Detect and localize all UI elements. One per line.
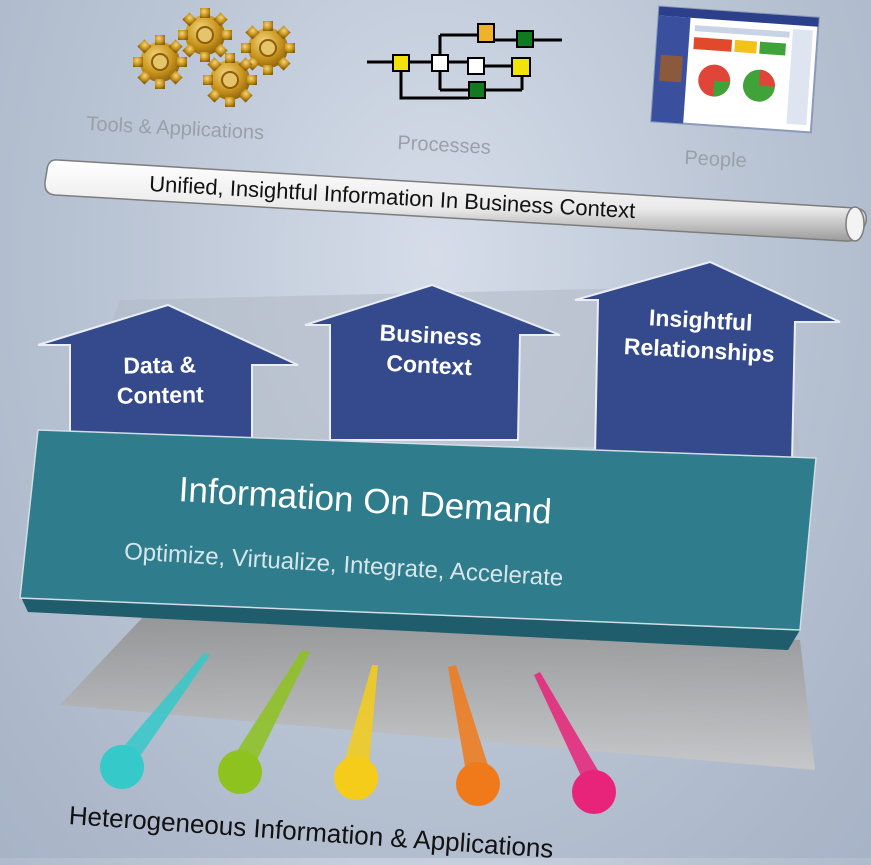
source-dot — [572, 770, 616, 814]
source-dot — [100, 745, 144, 789]
people-label: People — [683, 147, 748, 173]
source-beams — [112, 650, 606, 784]
arrow-insightful-relationships — [574, 260, 841, 464]
arrow-label-line1: Data & — [123, 351, 197, 379]
source-dot — [334, 756, 378, 800]
arrow-label-insightful-relationships: Insightful Relationships — [604, 300, 797, 370]
arrow-business-context — [304, 283, 561, 441]
gears-icon — [132, 7, 296, 108]
arrow-data-content — [37, 303, 299, 442]
dashboard-screenshot-icon — [650, 5, 820, 134]
arrow-label-data-content: Data & Content — [89, 349, 230, 411]
process-boxes — [392, 23, 534, 99]
information-on-demand-band — [19, 429, 817, 650]
source-dot — [218, 750, 262, 794]
arrow-label-business-context: Business Context — [354, 316, 507, 384]
processes-label: Processes — [396, 132, 492, 159]
funnel-shadow — [60, 615, 815, 770]
arrow-label-line2: Content — [116, 381, 204, 409]
process-flow-icon — [367, 33, 562, 100]
context-pipe — [44, 159, 868, 242]
source-dots — [100, 745, 616, 814]
source-dot — [456, 762, 500, 806]
